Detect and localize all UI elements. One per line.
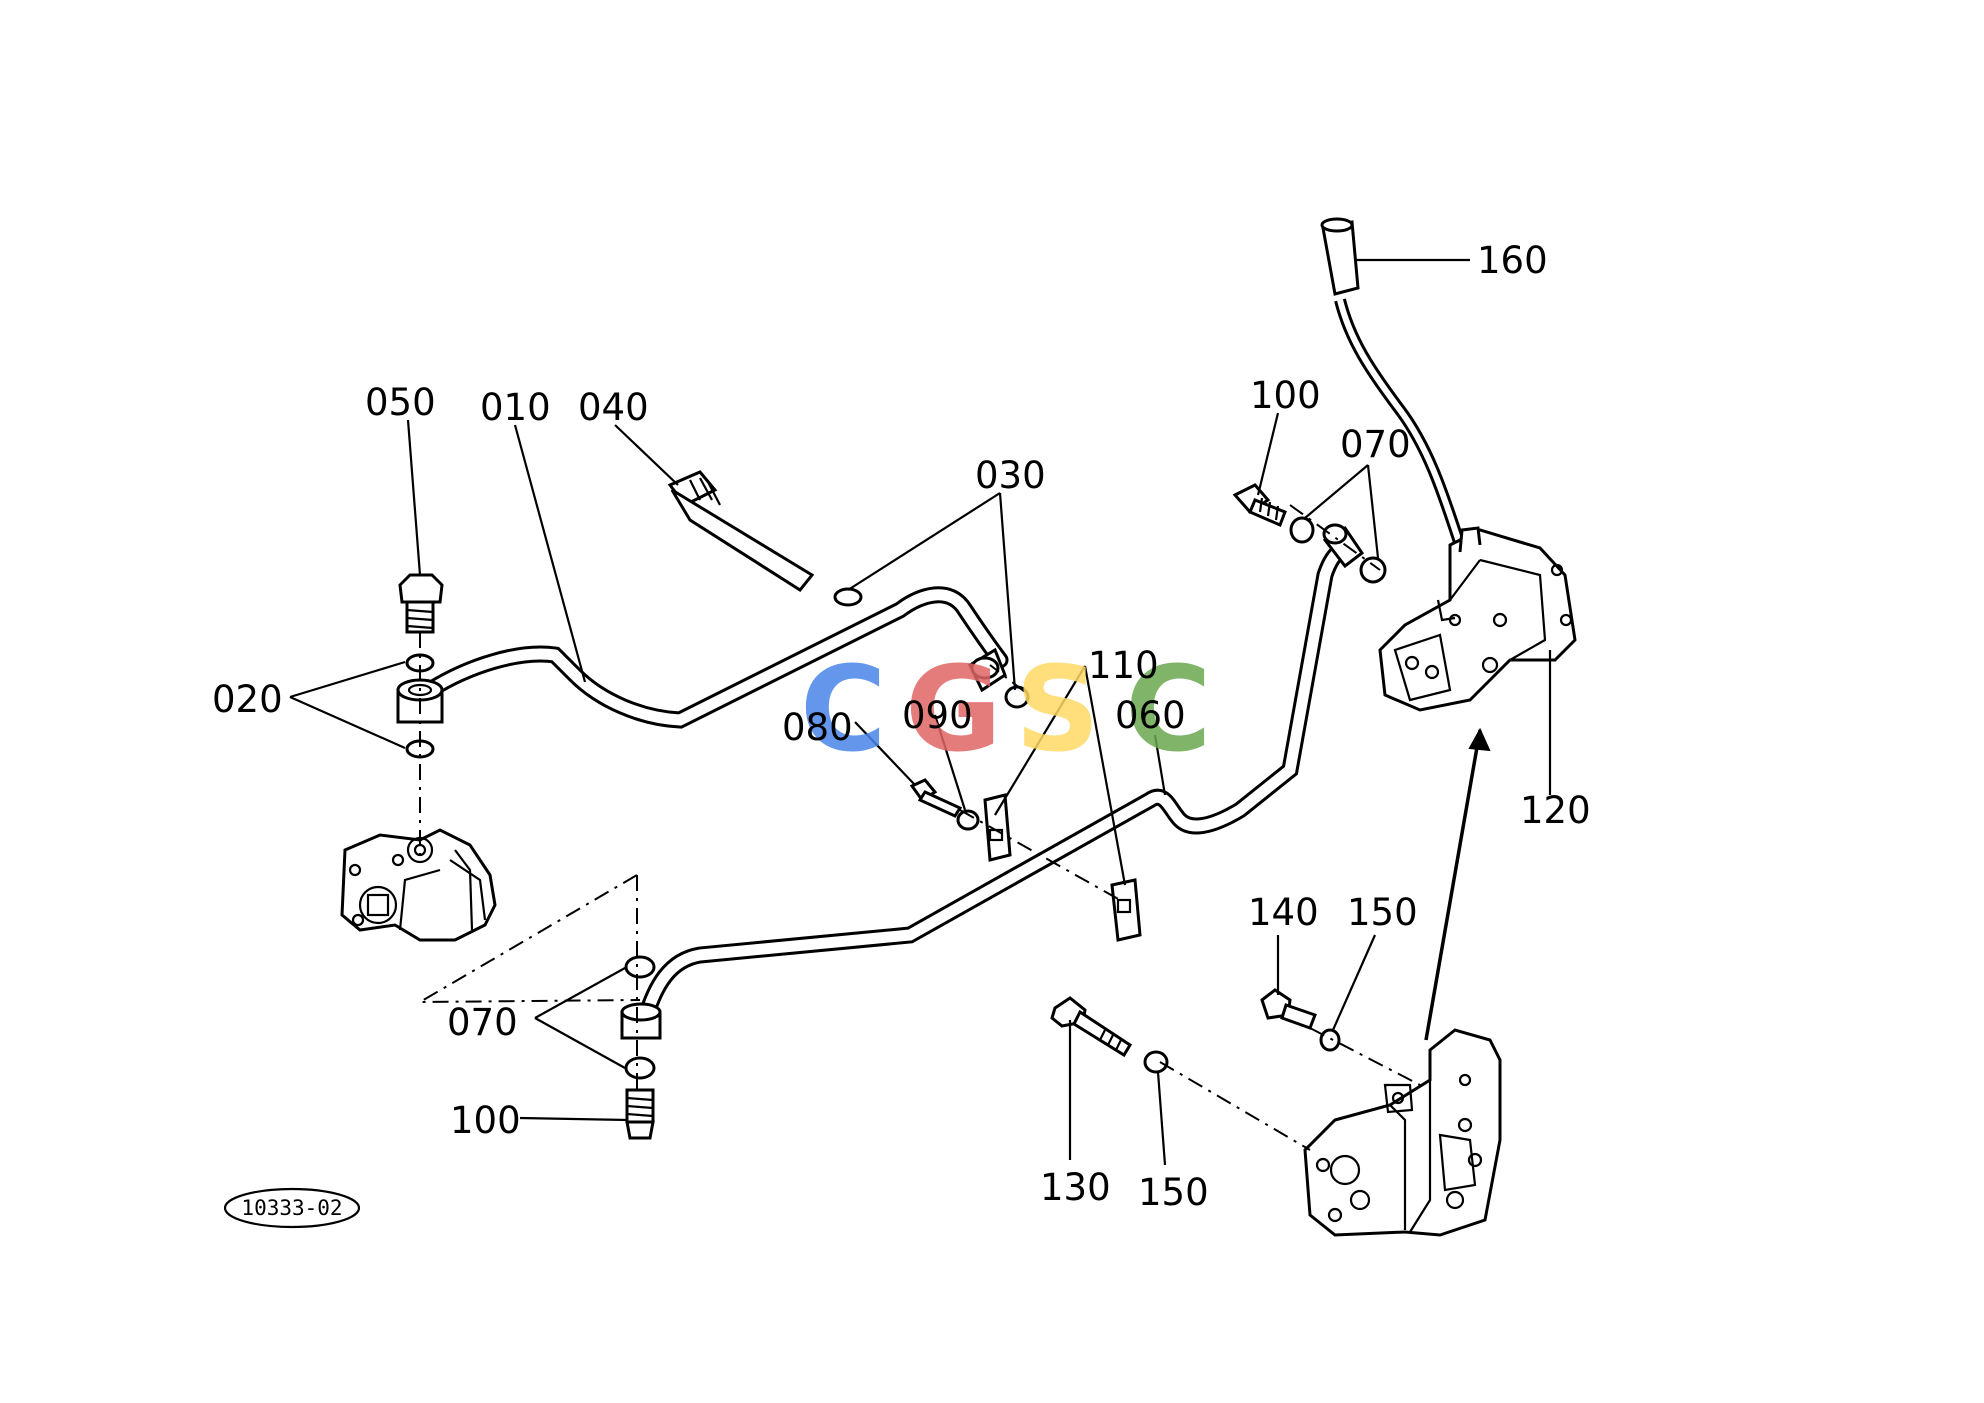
callout-080: 080 (782, 706, 853, 749)
pipe-fitting-lower-left (620, 1002, 662, 1040)
callout-150-top: 150 (1347, 891, 1418, 934)
callout-140: 140 (1248, 891, 1319, 934)
pipe-010 (421, 586, 1009, 729)
callout-060: 060 (1115, 694, 1186, 737)
watermark-letter: S (1015, 640, 1100, 778)
washer-070-top-b (1359, 556, 1387, 584)
reference-code: 10333-02 (241, 1196, 342, 1220)
callout-050: 050 (365, 381, 436, 424)
watermark-letter: C (800, 640, 887, 778)
banjo-bolt-040 (667, 470, 863, 607)
control-lever (1320, 217, 1466, 547)
banjo-bolt-100-top (1232, 483, 1287, 527)
callout-150-bottom: 150 (1138, 1171, 1209, 1214)
watermark: C G S C (800, 640, 1212, 778)
bolt-130 (1050, 996, 1133, 1058)
callout-100-bottom: 100 (450, 1099, 521, 1142)
callout-100-top: 100 (1250, 374, 1321, 417)
callout-070-bottom: 070 (447, 1001, 518, 1044)
bolt-140 (1260, 988, 1317, 1030)
washer-090 (956, 809, 980, 831)
pipe-fitting-upper-right (1322, 523, 1365, 569)
washer-070-bottom-b (624, 1056, 656, 1080)
washer-070-top-a (1289, 516, 1315, 544)
reference-code-badge: 10333-02 (223, 1187, 361, 1229)
callout-040: 040 (578, 386, 649, 429)
watermark-letter: C (1125, 640, 1212, 778)
washer-150-top (1319, 1028, 1341, 1052)
callout-120: 120 (1520, 789, 1591, 832)
clamp-110 (983, 793, 1142, 942)
bolt-050 (398, 573, 444, 634)
callout-020: 020 (212, 678, 283, 721)
watermark-letter: G (905, 640, 1002, 778)
leader-lines (289, 258, 1552, 1166)
callout-070-top: 070 (1340, 423, 1411, 466)
control-valve-120 (1378, 526, 1577, 712)
valve-housing (1303, 1028, 1502, 1237)
washer-150-bottom (1143, 1050, 1169, 1074)
banjo-bolt-100-bottom (625, 1088, 655, 1140)
pipe-fitting-030 (968, 647, 1030, 709)
callout-090: 090 (902, 694, 973, 737)
hydraulic-pump (340, 828, 497, 942)
callout-010: 010 (480, 386, 551, 429)
washer-070-bottom-a (624, 955, 656, 979)
bolt-080 (909, 778, 963, 818)
callout-110: 110 (1088, 644, 1159, 687)
callout-030: 030 (975, 454, 1046, 497)
callout-160: 160 (1477, 239, 1548, 282)
pipe-060 (636, 541, 1349, 1029)
callout-130: 130 (1040, 1166, 1111, 1209)
callout-labels: 050 010 040 030 020 080 090 110 060 100 … (212, 239, 1591, 1214)
